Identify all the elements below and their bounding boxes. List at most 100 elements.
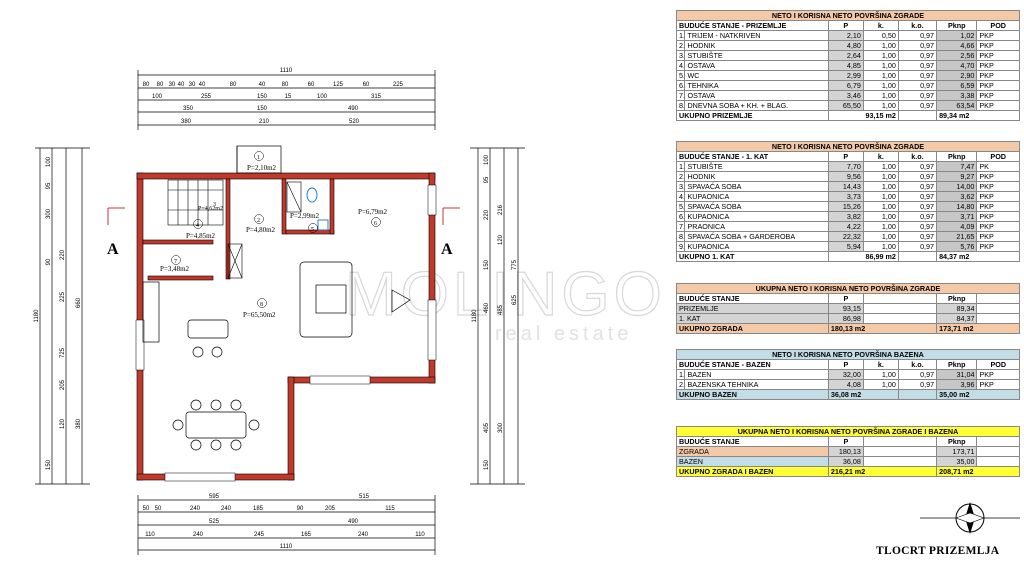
living-room-furniture (299, 261, 411, 338)
section-label-left: A (107, 241, 119, 258)
svg-text:150: 150 (46, 459, 52, 470)
svg-text:5: 5 (311, 227, 314, 233)
svg-text:1180: 1180 (34, 309, 40, 323)
svg-text:40: 40 (199, 82, 206, 88)
table-first-floor: NETO I KORISNA NETO POVRŠINA ZGRADE BUDU… (675, 141, 1020, 262)
svg-text:150: 150 (484, 459, 490, 470)
dining-furniture (172, 399, 260, 451)
svg-text:P=4,62m2: P=4,62m2 (198, 206, 223, 212)
table1-header-pknp: Pknp (936, 20, 978, 31)
svg-text:P=4,85m2: P=4,85m2 (186, 232, 216, 240)
svg-text:150: 150 (257, 94, 268, 100)
svg-text:110: 110 (415, 532, 425, 538)
svg-text:80: 80 (230, 82, 237, 88)
table1-header-state: BUDUĆE STANJE - PRIZEMLJE (676, 20, 829, 31)
svg-text:3: 3 (213, 202, 216, 208)
svg-text:210: 210 (259, 119, 270, 125)
svg-text:520: 520 (349, 119, 360, 125)
svg-text:1: 1 (257, 155, 260, 161)
table5-total-row: UKUPNO ZGRADA I BAZEN 216,21 m2 208,71 m… (676, 466, 1020, 477)
svg-text:225: 225 (393, 82, 404, 88)
svg-text:485: 485 (498, 304, 504, 315)
svg-text:380: 380 (76, 418, 82, 429)
svg-text:1110: 1110 (280, 68, 293, 74)
section-marker-left (107, 207, 125, 225)
svg-text:460: 460 (484, 302, 490, 313)
table2-header-pod: POD (976, 151, 1020, 162)
room-labels: 1 P=2,10m2 2 P=4,80m2 3 P=4,62m2 4 P=4,8… (160, 151, 388, 319)
floor-plan-drawing: MOLINGO real estate 1110 80 80 30 40 30 … (34, 68, 666, 555)
svg-text:95: 95 (484, 176, 490, 183)
svg-text:595: 595 (209, 494, 220, 500)
table2-header-k: k. (862, 151, 899, 162)
table4-total-row: UKUPNO BAZEN 36,08 m2 35,00 m2 (676, 389, 1020, 400)
svg-text:30: 30 (189, 82, 196, 88)
svg-text:240: 240 (193, 532, 204, 538)
svg-text:80: 80 (157, 82, 164, 88)
table3-header-state: BUDUĆE STANJE (676, 293, 829, 304)
svg-text:515: 515 (359, 494, 370, 500)
svg-text:P=2,10m2: P=2,10m2 (247, 164, 277, 172)
table2-header-state: BUDUĆE STANJE - 1. KAT (676, 151, 829, 162)
top-dimension-lines (137, 70, 436, 130)
svg-text:725: 725 (60, 347, 66, 358)
svg-text:90: 90 (46, 258, 52, 265)
svg-text:P=65,50m2: P=65,50m2 (243, 311, 276, 319)
window-marks (135, 184, 437, 482)
table4-header-pod: POD (976, 359, 1020, 370)
section-marker-right (442, 207, 460, 225)
wc-fixtures (306, 187, 329, 231)
svg-text:225: 225 (60, 291, 66, 302)
table3-title: UKUPNA NETO I KORISNA NETO POVRŠINA ZGRA… (676, 283, 1020, 294)
svg-text:300: 300 (498, 422, 504, 433)
svg-text:60: 60 (363, 82, 370, 88)
svg-text:490: 490 (348, 106, 359, 112)
svg-text:15: 15 (285, 94, 292, 100)
svg-text:80: 80 (143, 82, 150, 88)
table4-header-pknp: Pknp (936, 359, 978, 370)
svg-text:220: 220 (60, 249, 66, 260)
bottom-dimension-lines (137, 495, 436, 555)
table3-header-pknp: Pknp (936, 293, 978, 304)
svg-text:50: 50 (143, 506, 150, 512)
table2-title: NETO I KORISNA NETO POVRŠINA ZGRADE (676, 141, 1020, 152)
svg-text:660: 660 (76, 297, 82, 308)
svg-text:95: 95 (46, 182, 52, 189)
table1-header-pod: POD (976, 20, 1020, 31)
svg-text:216: 216 (498, 204, 504, 215)
svg-text:150: 150 (257, 106, 268, 112)
svg-text:60: 60 (308, 82, 315, 88)
svg-text:205: 205 (325, 506, 336, 512)
storage-marks (227, 181, 302, 279)
svg-text:185: 185 (253, 506, 264, 512)
svg-text:4: 4 (196, 223, 199, 229)
table5-title: UKUPNA NETO I KORISNA NETO POVRŠINA ZGRA… (676, 426, 1020, 437)
watermark-main: MOLINGO (345, 260, 666, 329)
svg-text:240: 240 (190, 506, 201, 512)
table1-header-k: k. (862, 20, 899, 31)
svg-text:255: 255 (201, 94, 212, 100)
table4-header-k: k. (862, 359, 899, 370)
svg-text:40: 40 (178, 82, 185, 88)
table5-header-pknp: Pknp (936, 436, 978, 447)
table4-header-state: BUDUĆE STANJE - BAZEN (676, 359, 829, 370)
svg-text:150: 150 (484, 259, 490, 270)
top-dimension-texts: 1110 80 80 30 40 30 40 80 40 80 60 125 6… (143, 68, 404, 125)
table2-total-row: UKUPNO 1. KAT 86,99 m2 84,37 m2 (676, 251, 1020, 262)
right-dimension-texts: 1180 100 95 220 216 120 150 460 485 775 … (472, 154, 518, 470)
svg-text:350: 350 (183, 106, 194, 112)
svg-text:220: 220 (484, 209, 490, 220)
